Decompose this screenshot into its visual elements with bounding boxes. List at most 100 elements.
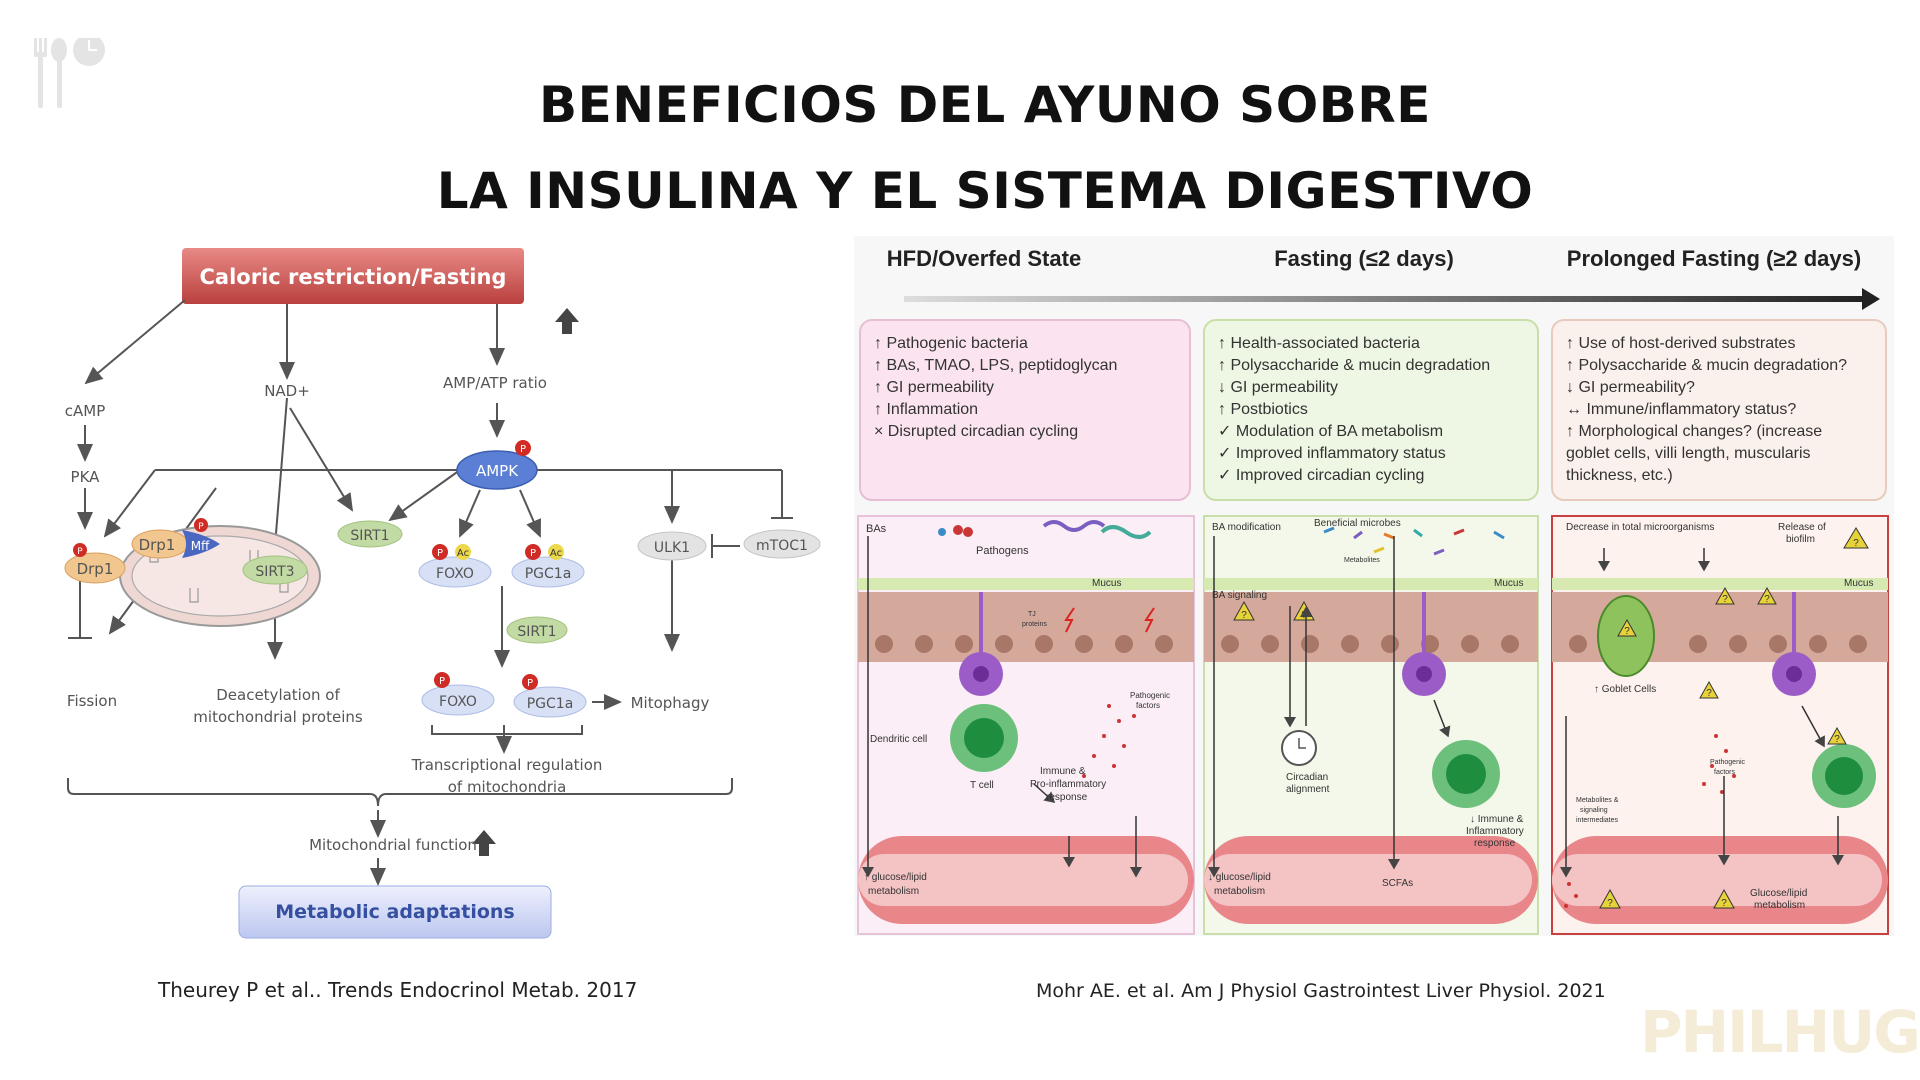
glucose-label-p2-2: metabolism <box>1214 886 1265 897</box>
question-mark: ? <box>1706 688 1712 699</box>
foxo-node-2 <box>421 684 495 716</box>
hfd-item: ↑ Inflammation <box>874 401 978 418</box>
fission-label: Fission <box>67 692 117 710</box>
fasting-item: ↓ GI permeability <box>1218 379 1338 396</box>
immune-label: Immune & <box>1040 766 1086 777</box>
dendritic-cell-label: Dendritic cell <box>870 734 927 745</box>
camp-label: cAMP <box>65 402 106 420</box>
fasting-item: ↑ Health-associated bacteria <box>1218 335 1420 352</box>
hfd-gut-panel: BAs Pathogens Mucus TJ proteins Dendriti… <box>857 515 1195 935</box>
fasting-summary-box <box>1203 319 1539 501</box>
metabolites-label: Metabolites <box>1344 557 1380 564</box>
mtoc1-node <box>743 529 821 559</box>
decrease-microorganisms-label: Decrease in total microorganisms <box>1566 522 1714 533</box>
caloric-restriction-box <box>182 248 524 304</box>
title-line-2: LA INSULINA Y EL SISTEMA DIGESTIVO <box>436 162 1534 220</box>
fasting-item: ↑ Postbiotics <box>1218 401 1308 418</box>
tj-label-2: proteins <box>1022 621 1047 628</box>
foxo-node <box>418 556 492 588</box>
caloric-restriction-label: Caloric restriction/Fasting <box>200 265 507 289</box>
immune-label-p2-3: response <box>1474 838 1516 849</box>
pgc1a-label: PGC1a <box>525 566 572 582</box>
prolonged-summary-box <box>1551 319 1887 501</box>
release-biofilm-label-2: biofilm <box>1786 534 1815 545</box>
mucus-label-2: Mucus <box>1494 578 1523 589</box>
tj-label: TJ <box>1028 611 1036 618</box>
fasting-item: ↑ Polysaccharide & mucin degradation <box>1218 357 1490 374</box>
transcriptional-label-2: of mitochondria <box>448 778 567 796</box>
warning-icon <box>1233 600 1255 621</box>
phospho-label: P <box>198 522 204 532</box>
glucose-label-2: metabolism <box>868 886 919 897</box>
question-mark: ? <box>1764 594 1770 605</box>
scfas-label: SCFAs <box>1382 878 1413 889</box>
sirt3-label: SIRT3 <box>255 564 294 580</box>
mucus-label-3: Mucus <box>1844 578 1873 589</box>
mtoc1-label: mTOC1 <box>756 538 808 554</box>
circadian-label: Circadian <box>1286 772 1328 783</box>
pathogenic-label-p3-2: factors <box>1714 769 1736 776</box>
deacetylation-label-2: mitochondrial proteins <box>193 708 363 726</box>
ba-signaling-label: BA signaling <box>1212 590 1267 601</box>
question-mark: ? <box>1853 538 1859 549</box>
ulk1-label: ULK1 <box>654 540 690 556</box>
goblet-cells-label: ↑ Goblet Cells <box>1594 684 1656 695</box>
ampk-label: AMPK <box>476 462 519 480</box>
pathogenic-label-p3: Pathogenic <box>1710 759 1746 766</box>
transcriptional-label: Transcriptional regulation <box>411 756 603 774</box>
ba-modification-label: BA modification <box>1212 522 1281 533</box>
mito-function-label: Mitochondrial function <box>309 836 477 854</box>
gut-fasting-diagram: HFD/Overfed State Fasting (≤2 days) Prol… <box>854 236 1894 936</box>
t-cell-label: T cell <box>970 780 994 791</box>
sirt1-label: SIRT1 <box>350 528 389 544</box>
question-mark: ? <box>1624 626 1630 637</box>
metabolites-label-p3-2: signaling <box>1580 807 1608 814</box>
mucus-label: Mucus <box>1092 578 1121 589</box>
acetyl-label: Ac <box>550 548 562 559</box>
glucose-label-p3: Glucose/lipid <box>1750 888 1807 899</box>
mff-label: Mff <box>191 539 210 553</box>
drp1-label: Drp1 <box>77 560 114 578</box>
acetyl-label: Ac <box>457 548 469 559</box>
sirt1-node-2 <box>506 616 568 644</box>
pgc1a-node <box>511 556 585 588</box>
hfd-item: ↑ GI permeability <box>874 379 994 396</box>
question-mark: ? <box>1834 734 1840 745</box>
timeline-arrow <box>904 296 1864 302</box>
foxo-label: FOXO <box>436 566 474 582</box>
amp-atp-label: AMP/ATP ratio <box>443 374 547 392</box>
fasting-item: ✓ Improved circadian cycling <box>1218 467 1424 484</box>
circadian-label-2: alignment <box>1286 784 1330 795</box>
immune-label-p2-2: Inflammatory <box>1466 826 1524 837</box>
phospho-label: P <box>437 548 443 559</box>
stage-hfd-label: HFD/Overfed State <box>887 246 1081 271</box>
fasting-item: ✓ Improved inflammatory status <box>1218 445 1446 462</box>
prolonged-item: thickness, etc.) <box>1566 467 1673 484</box>
metabolic-adaptations-box <box>238 885 552 939</box>
pka-label: PKA <box>71 468 101 486</box>
pgc1a-node-2 <box>513 686 587 718</box>
phospho-label: P <box>77 547 83 557</box>
stage-prolonged-label: Prolonged Fasting (≥2 days) <box>1567 246 1861 271</box>
phospho-label: P <box>439 676 445 687</box>
phospho-label: P <box>520 444 526 455</box>
immune-label-p2: ↓ Immune & <box>1470 814 1524 825</box>
fork-spoon-clock-icon <box>30 34 110 115</box>
deacetylation-label: Deacetylation of <box>216 686 340 704</box>
glucose-label-p3-2: metabolism <box>1754 900 1805 911</box>
pathogens-label: Pathogens <box>976 545 1029 557</box>
mff-node <box>182 530 220 558</box>
ulk1-node <box>637 531 707 561</box>
pgc1a-label-2: PGC1a <box>527 696 574 712</box>
hfd-summary-box <box>859 319 1191 501</box>
beneficial-microbes-label: Beneficial microbes <box>1314 518 1401 529</box>
metabolic-adaptations-label: Metabolic adaptations <box>275 901 515 923</box>
pathogenic-label-2: factors <box>1136 701 1160 710</box>
fasting-gut-panel: ? ? BA modification Beneficial microbes … <box>1203 515 1539 935</box>
prolonged-item: ↑ Use of host-derived substrates <box>1566 335 1795 352</box>
bas-label: BAs <box>866 523 887 535</box>
sirt1-label-2: SIRT1 <box>517 624 556 640</box>
right-citation: Mohr AE. et al. Am J Physiol Gastrointes… <box>1036 980 1606 1002</box>
question-mark: ? <box>1722 594 1728 605</box>
title-line-1: BENEFICIOS DEL AYUNO SOBRE <box>539 76 1431 134</box>
